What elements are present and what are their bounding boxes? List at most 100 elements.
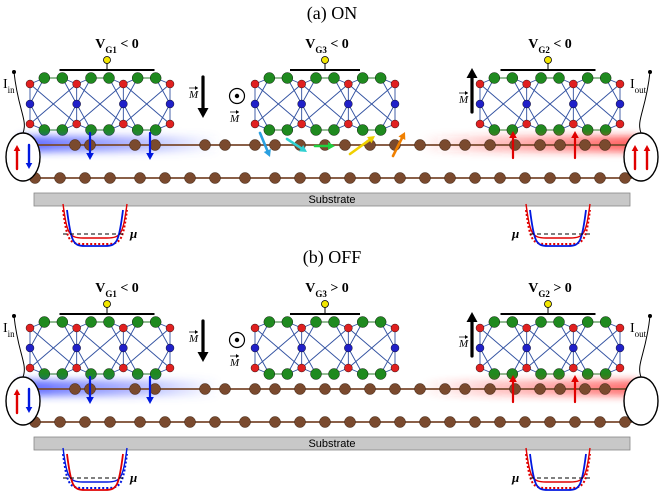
current-out-label: Iout [630,77,647,95]
atom [72,343,81,353]
chain-atom [54,172,66,184]
spin-up-arrow [643,145,651,171]
chain-atom [184,416,196,428]
chain-atom [269,139,281,151]
atom [506,316,519,328]
chain-atom [439,139,451,151]
molecule-flake-1 [25,316,175,380]
atom [390,363,400,373]
chain-atom [544,416,556,428]
chain-atom [544,172,556,184]
chain-atom [579,383,591,395]
atom [85,316,97,328]
gate-knob [544,56,552,64]
atom [310,124,322,136]
gate-label-g3: VG3 > 0 [305,281,349,299]
atom [103,316,115,328]
atom [506,72,519,84]
chain-atom [319,383,331,395]
chain-atom [594,416,606,428]
gate-knob [544,300,552,308]
atom [522,363,531,373]
chain-atom [339,383,351,395]
chain-atom [459,139,471,151]
atom [72,99,81,109]
atom [250,99,260,109]
atom [165,99,175,109]
spin-up-arrow [571,375,579,404]
atom [250,119,260,129]
atom [119,119,128,129]
atom [25,343,35,353]
right-band-diagram [525,447,591,491]
atom [25,79,35,89]
atom [25,323,35,333]
chemical-potential-label: μ [129,226,137,241]
atom [553,368,565,380]
atom [581,124,594,136]
atom [522,79,531,89]
drain-electrode [623,70,659,182]
chain-atom [369,172,381,184]
chain-atom [439,383,451,395]
atom [56,72,69,84]
gate-electrode-1 [59,300,155,315]
rotating-spin-arrow [285,137,307,152]
spin-up-arrow [509,131,517,160]
atom [56,316,69,328]
gate-label-g1: VG1 < 0 [95,281,139,299]
chain-atom [419,416,431,428]
chain-atom [159,172,171,184]
magnetization-out-of-plane-icon [228,331,246,349]
atom [72,79,81,89]
chain-atom [294,172,306,184]
atom [25,363,35,373]
atom [581,72,594,84]
atom [328,368,340,380]
atom [599,368,612,380]
vector-bar-tip [236,110,239,114]
atom [72,119,81,129]
molecule-flake-3 [250,316,400,380]
chain-atom [219,139,231,151]
substrate-label: Substrate [308,194,355,206]
atom [475,119,485,129]
chain-atom [339,139,351,151]
atom [131,124,144,136]
chain-atom [469,416,481,428]
chain-atom [569,416,581,428]
atom [535,72,547,84]
rotating-spin-arrow [313,142,335,150]
atom [281,368,294,380]
gate-label-g2: VG2 > 0 [528,281,572,299]
atom [344,363,353,373]
atom [297,99,306,109]
magnetization-up-arrow [466,68,478,114]
atom [165,343,175,353]
atom [281,124,294,136]
atom [281,72,294,84]
atom [615,363,625,373]
atom [356,316,369,328]
gate-electrode-3 [290,56,360,71]
chain-atom [184,172,196,184]
magnetization-label: M [188,89,199,101]
atom [103,368,115,380]
atom [297,119,306,129]
atom [149,72,162,84]
atom [56,368,69,380]
spin-down-arrow [25,143,33,169]
atom [72,323,81,333]
spin-down-arrow [146,375,154,404]
chain-atom [134,172,146,184]
atom [119,323,128,333]
chemical-potential-label: μ [511,226,519,241]
chain-atom [134,416,146,428]
atom [344,99,353,109]
atom [488,72,501,84]
atom [131,72,144,84]
vector-bar-tip [236,354,239,358]
gate-label-g3: VG3 < 0 [305,37,349,55]
atom [103,124,115,136]
